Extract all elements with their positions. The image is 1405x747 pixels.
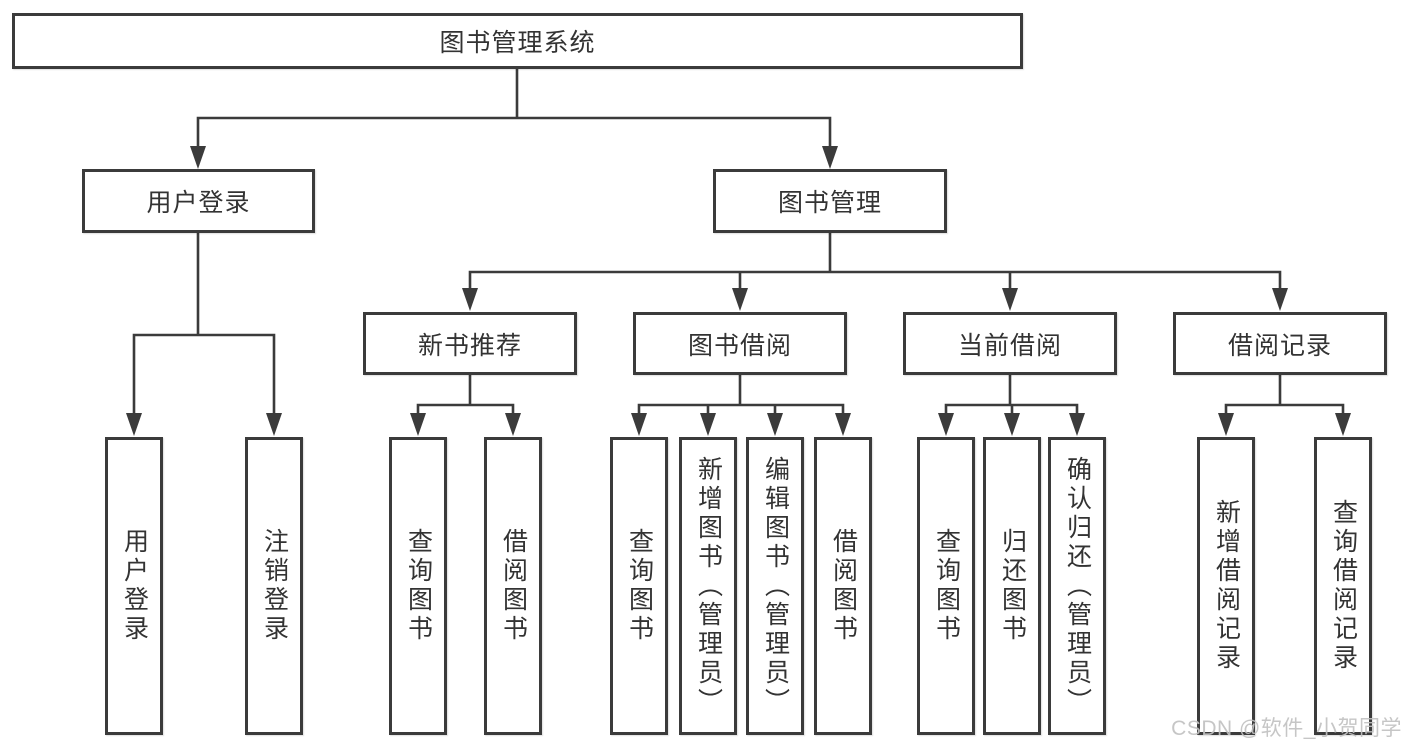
node-leaf-user-login-label: 用户登录 bbox=[120, 528, 149, 644]
node-leaf-add-books-admin-label: 新增图书（管理员） bbox=[694, 455, 723, 717]
node-leaf-add-borrow-record: 新增借阅记录 bbox=[1197, 437, 1255, 735]
node-borrow-records: 借阅记录 bbox=[1173, 312, 1387, 375]
node-leaf-borrow-books-label: 借阅图书 bbox=[829, 528, 858, 644]
node-leaf-user-login: 用户登录 bbox=[105, 437, 163, 735]
node-root: 图书管理系统 bbox=[12, 13, 1023, 69]
node-root-label: 图书管理系统 bbox=[439, 29, 596, 57]
node-leaf-return-books-label: 归还图书 bbox=[998, 528, 1027, 644]
node-book-management-label: 图书管理 bbox=[777, 189, 882, 217]
node-leaf-query-borrow-record: 查询借阅记录 bbox=[1314, 437, 1372, 735]
node-leaf-query-books-recommend: 查询图书 bbox=[389, 437, 447, 735]
node-leaf-borrow-books-recommend-label: 借阅图书 bbox=[499, 528, 528, 644]
arrowheads bbox=[126, 146, 1351, 436]
node-new-book-recommend: 新书推荐 bbox=[363, 312, 577, 375]
node-leaf-query-books-current: 查询图书 bbox=[917, 437, 975, 735]
node-book-borrow-label: 图书借阅 bbox=[687, 331, 792, 360]
node-leaf-confirm-return-admin-label: 确认归还（管理员） bbox=[1063, 455, 1092, 717]
node-current-borrow: 当前借阅 bbox=[903, 312, 1117, 375]
node-leaf-query-books-current-label: 查询图书 bbox=[932, 528, 961, 644]
node-leaf-logout: 注销登录 bbox=[245, 437, 303, 735]
node-leaf-edit-books-admin: 编辑图书（管理员） bbox=[746, 437, 804, 735]
watermark-text: CSDN @软件_小贺同学 bbox=[1171, 717, 1402, 740]
node-leaf-logout-label: 注销登录 bbox=[260, 528, 289, 644]
node-leaf-borrow-books: 借阅图书 bbox=[814, 437, 872, 735]
node-leaf-borrow-books-recommend: 借阅图书 bbox=[484, 437, 542, 735]
node-leaf-add-books-admin: 新增图书（管理员） bbox=[679, 437, 737, 735]
node-borrow-records-label: 借阅记录 bbox=[1227, 331, 1332, 360]
node-leaf-add-borrow-record-label: 新增借阅记录 bbox=[1212, 499, 1241, 673]
node-leaf-query-books-recommend-label: 查询图书 bbox=[404, 528, 433, 644]
node-new-book-recommend-label: 新书推荐 bbox=[417, 331, 522, 360]
node-leaf-return-books: 归还图书 bbox=[983, 437, 1041, 735]
node-leaf-confirm-return-admin: 确认归还（管理员） bbox=[1048, 437, 1106, 735]
node-book-management: 图书管理 bbox=[713, 169, 947, 233]
node-leaf-query-borrow-record-label: 查询借阅记录 bbox=[1329, 499, 1358, 673]
node-current-borrow-label: 当前借阅 bbox=[957, 331, 1062, 360]
node-user-login-label: 用户登录 bbox=[146, 189, 251, 217]
node-book-borrow: 图书借阅 bbox=[633, 312, 847, 375]
node-user-login: 用户登录 bbox=[82, 169, 315, 233]
node-leaf-query-books-borrow-label: 查询图书 bbox=[625, 528, 654, 644]
node-leaf-query-books-borrow: 查询图书 bbox=[610, 437, 668, 735]
node-leaf-edit-books-admin-label: 编辑图书（管理员） bbox=[761, 455, 790, 717]
